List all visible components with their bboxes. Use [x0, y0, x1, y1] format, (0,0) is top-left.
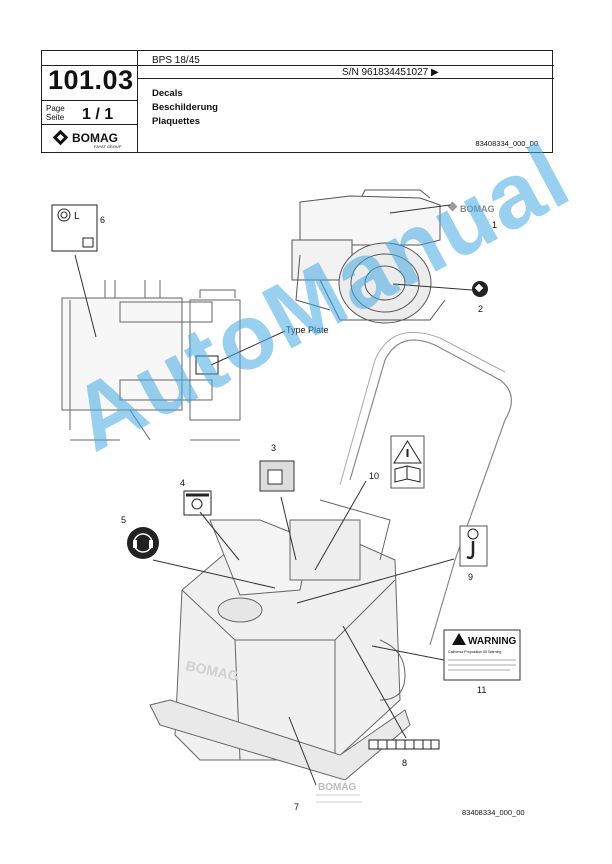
bomag-logo: BOMAG FAYAT GROUP	[52, 128, 132, 150]
callout-11: 11	[477, 685, 486, 695]
bomag-diamond-icon	[52, 129, 69, 146]
page-label-de: Seite	[46, 113, 65, 122]
divider	[42, 124, 137, 125]
brand-name: BOMAG	[72, 131, 118, 145]
svg-text:California Proposition 65 Warn: California Proposition 65 Warning	[448, 650, 501, 654]
type-plate-label: Type Plate	[286, 325, 329, 335]
doc-id: 83408334_000_00	[475, 139, 538, 148]
decal-6-noise-icon: L	[51, 204, 98, 252]
divider	[137, 78, 554, 79]
divider	[42, 100, 137, 101]
title-de: Beschilderung	[152, 102, 218, 113]
decal-10-warning-manual-icon	[390, 435, 425, 489]
frame-drawing	[61, 280, 241, 441]
footer-doc-id: 83408334_000_00	[462, 808, 525, 817]
callout-9: 9	[468, 572, 473, 582]
model-name: BPS 18/45	[152, 55, 200, 66]
title-en: Decals	[152, 88, 183, 99]
page-number: 101.03	[48, 65, 134, 95]
decal-11-warning-label: WARNING California Proposition 65 Warnin…	[443, 629, 521, 681]
svg-text:WARNING: WARNING	[468, 636, 517, 647]
svg-text:BOMAG: BOMAG	[460, 204, 495, 214]
page-label-en: Page	[46, 104, 65, 113]
svg-text:BOMAG: BOMAG	[318, 782, 357, 793]
callout-4: 4	[180, 478, 185, 488]
page-value: 1 / 1	[82, 106, 114, 123]
brand-sub: FAYAT GROUP	[94, 144, 122, 149]
decal-5-ear-protection-icon	[127, 527, 159, 559]
callout-5: 5	[121, 515, 126, 525]
engine-brand-decal: BOMAG	[447, 201, 495, 214]
divider	[137, 65, 554, 66]
callout-10: 10	[369, 471, 379, 481]
section-titles: Decals Beschilderung Plaquettes	[152, 87, 218, 129]
callout-7: 7	[294, 802, 299, 812]
title-block: 101.03 Page Seite 1 / 1 BOMAG FAYAT GROU…	[41, 50, 554, 153]
callout-2: 2	[478, 304, 483, 314]
serial-number: S/N 961834451027 ▶	[342, 67, 439, 78]
callout-3: 3	[271, 443, 276, 453]
svg-text:L: L	[74, 211, 80, 222]
callout-8: 8	[402, 758, 407, 768]
compactor-drawing	[149, 499, 411, 781]
leader-lines	[152, 480, 455, 786]
callout-6: 6	[100, 215, 105, 225]
decal-4-icon	[183, 490, 212, 516]
divider	[137, 51, 138, 152]
title-fr: Plaquettes	[152, 116, 201, 127]
decal-7-brand-plate: BOMAG	[316, 782, 362, 803]
engine-drawing	[291, 189, 446, 324]
decal-3-icon	[259, 460, 295, 492]
callout-1: 1	[492, 220, 497, 230]
callout-numbers: 1 2 3 4 5 6 7 8 9 10 11 Type Plate	[100, 215, 497, 812]
divider	[42, 65, 137, 66]
decal-8-strip	[368, 739, 440, 750]
decal-9-lifting-hook-icon	[459, 525, 488, 567]
